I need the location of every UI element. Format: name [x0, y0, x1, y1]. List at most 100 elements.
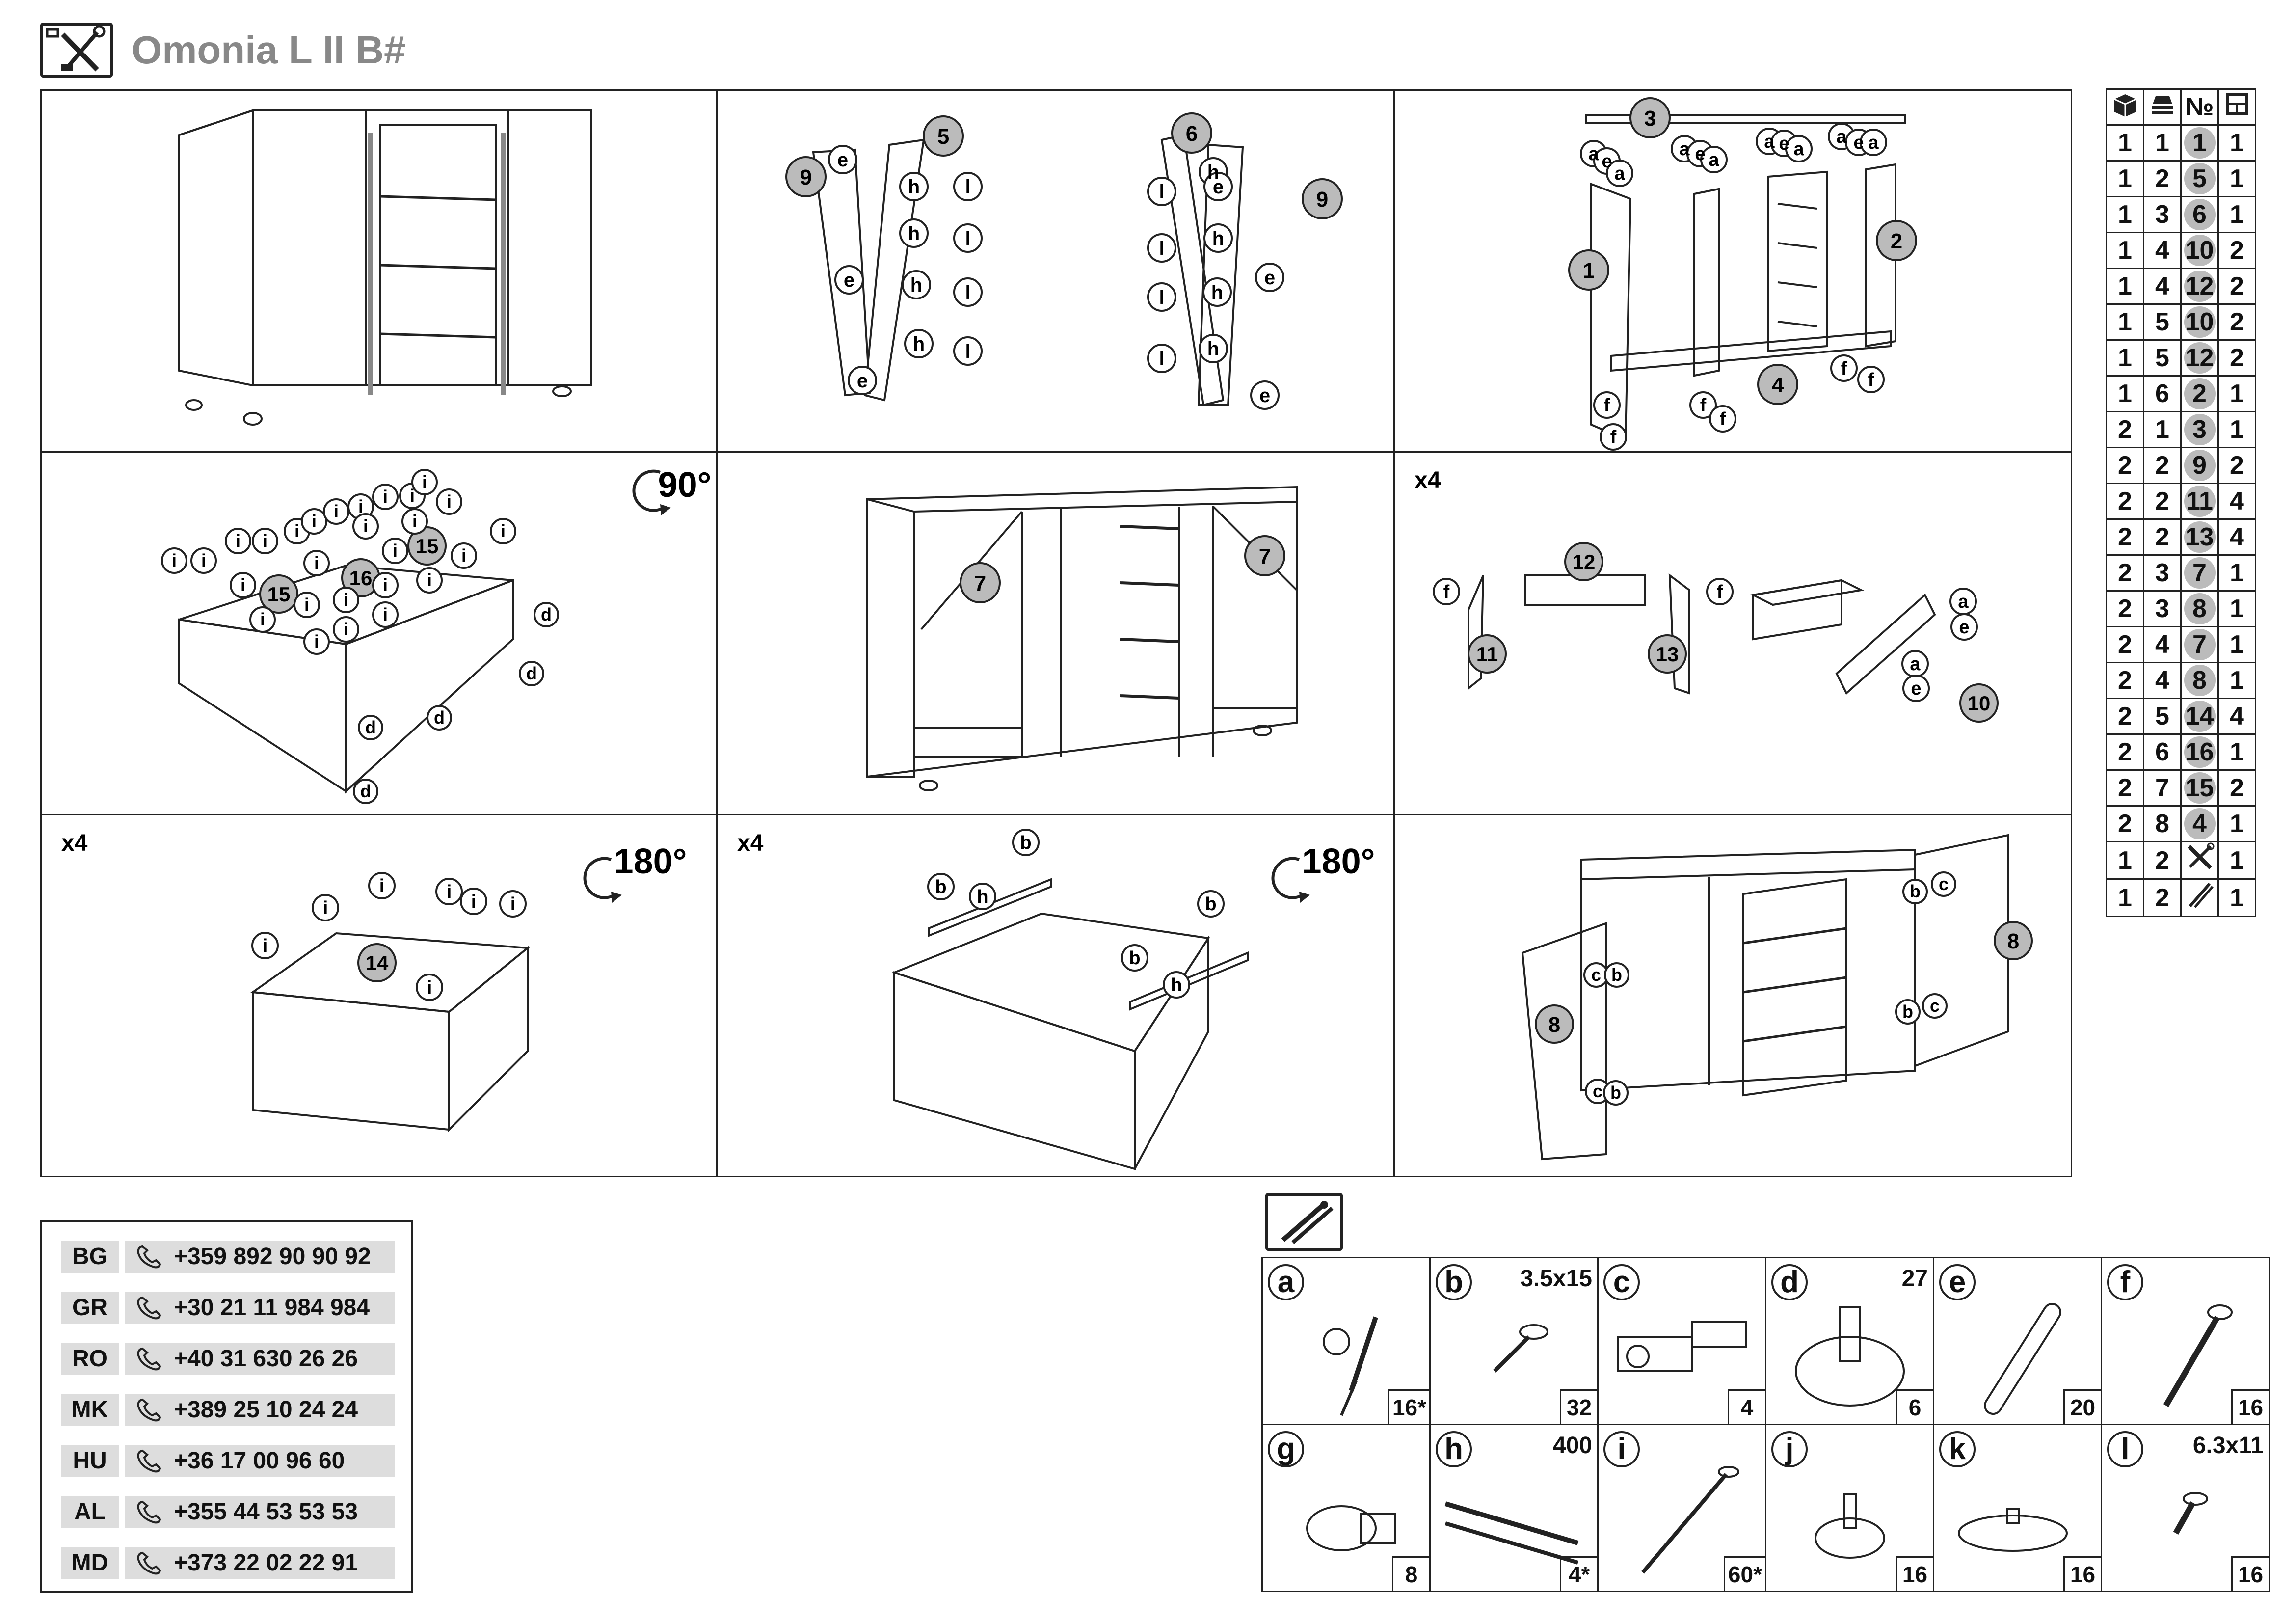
svg-text:15: 15: [416, 535, 439, 558]
svg-text:b: b: [1020, 833, 1031, 853]
svg-text:e: e: [857, 370, 868, 392]
qty-cell: 2: [2217, 339, 2256, 377]
part-number: 10: [2184, 306, 2216, 338]
svg-text:f: f: [1717, 582, 1723, 602]
part-number-cell: 6: [2180, 196, 2219, 233]
svg-text:l: l: [965, 341, 970, 362]
svg-text:11: 11: [1476, 643, 1498, 666]
box-icon: [2106, 88, 2144, 126]
svg-text:b: b: [1611, 965, 1622, 985]
part-number: 12: [2184, 271, 2216, 302]
part-number: 11: [2184, 486, 2216, 517]
qty-cell: 1: [2217, 196, 2256, 233]
part-number-cell: 8: [2180, 662, 2219, 699]
hardware-quantity: 6: [1896, 1389, 1933, 1424]
part-number-cell: 13: [2180, 518, 2219, 556]
box-cell: 2: [2106, 698, 2144, 735]
svg-text:b: b: [1910, 881, 1921, 901]
phone-number[interactable]: +36 17 00 96 60: [125, 1445, 395, 1477]
layer-cell: 5: [2143, 339, 2182, 377]
rods-icon: [2180, 878, 2219, 917]
part-number-cell: 3: [2180, 411, 2219, 448]
phone-number[interactable]: +389 25 10 24 24: [125, 1394, 395, 1426]
svg-text:i: i: [363, 516, 368, 536]
layer-cell: 3: [2143, 554, 2182, 592]
svg-text:l: l: [965, 282, 970, 303]
qty-cell: 1: [2217, 160, 2256, 197]
shelf-pin-icon: [1306, 1505, 1396, 1551]
qty-cell: 1: [2217, 590, 2256, 627]
layer-cell: 2: [2143, 447, 2182, 484]
phone-icon: [137, 1551, 161, 1575]
nail-icon: [1641, 1466, 1739, 1574]
box-cell: 2: [2106, 554, 2144, 592]
phone-number[interactable]: +30 21 11 984 984: [125, 1292, 395, 1324]
box-cell: 2: [2106, 518, 2144, 556]
part-number-cell: 11: [2180, 483, 2219, 520]
layer-cell: 3: [2143, 196, 2182, 233]
svg-text:a: a: [1709, 150, 1719, 170]
svg-text:i: i: [201, 550, 206, 570]
qty-cell: 1: [2217, 662, 2256, 699]
part-number-cell: 7: [2180, 626, 2219, 663]
svg-text:i: i: [314, 553, 319, 573]
part-number: 15: [2184, 772, 2216, 804]
country-code: GR: [61, 1292, 119, 1324]
qty-cell: 2: [2217, 303, 2256, 341]
hardware-quantity: 20: [2063, 1389, 2101, 1424]
svg-text:i: i: [344, 619, 348, 639]
svg-text:e: e: [1853, 133, 1864, 153]
phone-number[interactable]: +355 44 53 53 53: [125, 1496, 395, 1528]
svg-text:3: 3: [1644, 107, 1656, 131]
qty-cell: 1: [2217, 805, 2256, 842]
svg-text:l: l: [1159, 287, 1164, 308]
layer-cell: 8: [2143, 805, 2182, 842]
part-number: 5: [2184, 163, 2216, 194]
phone-number[interactable]: +359 892 90 90 92: [125, 1241, 395, 1273]
hardware-letter: i: [1603, 1431, 1640, 1467]
svg-text:e: e: [1911, 678, 1921, 699]
svg-text:d: d: [365, 717, 376, 737]
svg-text:1: 1: [1583, 259, 1595, 283]
phone-icon: [137, 1347, 161, 1371]
svg-text:b: b: [1205, 894, 1216, 915]
svg-text:h: h: [1171, 975, 1182, 996]
layer-cell: 3: [2143, 590, 2182, 627]
step-1-panel: [40, 89, 718, 453]
svg-text:h: h: [977, 887, 988, 907]
hardware-letter: a: [1268, 1264, 1304, 1300]
box-cell: 1: [2106, 375, 2144, 412]
short-screw-icon: [2173, 1492, 2208, 1535]
phone-icon: [137, 1296, 161, 1320]
phone-number[interactable]: +40 31 630 26 26: [125, 1343, 395, 1375]
country-code: RO: [61, 1343, 119, 1375]
svg-text:a: a: [1868, 133, 1879, 153]
qty-cell: 2: [2217, 232, 2256, 269]
svg-text:e: e: [1213, 176, 1224, 198]
step-2-label: 5: [937, 125, 949, 149]
layer-cell: 5: [2143, 698, 2182, 735]
phone-number[interactable]: +373 22 02 22 91: [125, 1547, 395, 1579]
drawer-slide-icon: [1444, 1501, 1579, 1565]
svg-text:9: 9: [1316, 188, 1328, 212]
page-title: Omonia L II B#: [132, 28, 406, 72]
hardware-letter: g: [1268, 1431, 1304, 1467]
box-cell: 2: [2106, 411, 2144, 448]
svg-text:h: h: [913, 333, 925, 355]
hardware-letter: c: [1603, 1264, 1640, 1300]
qty-cell: 1: [2217, 411, 2256, 448]
svg-text:h: h: [1211, 282, 1223, 303]
svg-text:h: h: [1212, 228, 1224, 249]
sheet-icon: [2217, 88, 2256, 126]
box-cell: 2: [2106, 733, 2144, 771]
hardware-quantity: 16: [2231, 1389, 2269, 1424]
